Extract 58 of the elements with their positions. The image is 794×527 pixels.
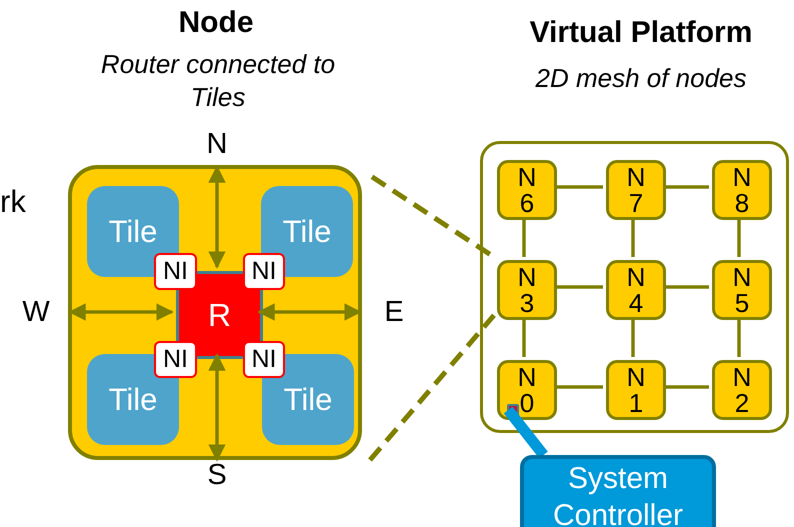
- direction-label: N: [200, 128, 234, 167]
- mesh-node-box: [606, 260, 666, 320]
- zoom-line: [368, 314, 496, 462]
- section-subtitle: Router connected to Tiles: [100, 48, 336, 114]
- tile-label: Tile: [108, 382, 158, 418]
- platform-box: [480, 141, 789, 433]
- mesh-link: [663, 185, 709, 189]
- section-heading: Node: [178, 6, 254, 40]
- mesh-link: [554, 285, 603, 289]
- mesh-node-label: N 1: [626, 364, 646, 416]
- mesh-node-label: N 6: [516, 164, 538, 216]
- node-box: [68, 165, 362, 460]
- mesh-link: [737, 217, 741, 257]
- mesh-link: [631, 217, 635, 257]
- mesh-link: [554, 185, 603, 189]
- mesh-node-box: [497, 360, 557, 420]
- network-interface-box: [243, 341, 285, 378]
- mesh-link: [554, 385, 603, 389]
- mesh-node-box: [497, 160, 557, 220]
- mesh-link: [737, 317, 741, 357]
- router-label: R: [208, 296, 232, 334]
- mesh-node-label: N 2: [732, 364, 752, 416]
- mesh-node-box: [497, 260, 557, 320]
- mesh-node-box: [606, 160, 666, 220]
- network-interface-box: [154, 253, 197, 290]
- mesh-link: [663, 285, 709, 289]
- callout-bubble: [520, 455, 716, 527]
- mesh-node-box: [712, 260, 772, 320]
- interface-label: NI: [252, 257, 276, 286]
- network-interface-box: [243, 253, 285, 290]
- mesh-node-box: [606, 360, 666, 420]
- mesh-node-label: N 8: [732, 164, 752, 216]
- mesh-node-label: N 0: [516, 364, 538, 416]
- mesh-node-label: N 5: [732, 264, 752, 316]
- mesh-link: [522, 317, 526, 357]
- double-arrow: [208, 353, 226, 462]
- callout-text: System Controller: [552, 461, 684, 527]
- section-subtitle: 2D mesh of nodes: [534, 62, 748, 95]
- tile-label: Tile: [108, 214, 158, 250]
- interface-label: NI: [163, 257, 188, 286]
- mesh-link: [663, 385, 709, 389]
- tile-label: Tile: [282, 214, 332, 250]
- tile-label: Tile: [284, 382, 332, 418]
- interface-label: NI: [252, 345, 276, 374]
- mesh-link: [631, 317, 635, 357]
- direction-label: S: [200, 460, 234, 492]
- direction-label: W: [16, 296, 56, 328]
- mesh-link: [522, 217, 526, 257]
- network-interface-box: [154, 341, 197, 378]
- partial-text: rk: [0, 184, 26, 220]
- direction-label: E: [378, 296, 410, 328]
- mesh-node-label: N 3: [516, 264, 538, 316]
- mesh-node-label: N 7: [626, 164, 646, 216]
- section-heading: Virtual Platform: [528, 16, 754, 50]
- mesh-node-label: N 4: [626, 264, 646, 316]
- mesh-node-box: [712, 360, 772, 420]
- interface-label: NI: [163, 345, 188, 374]
- mesh-node-box: [712, 160, 772, 220]
